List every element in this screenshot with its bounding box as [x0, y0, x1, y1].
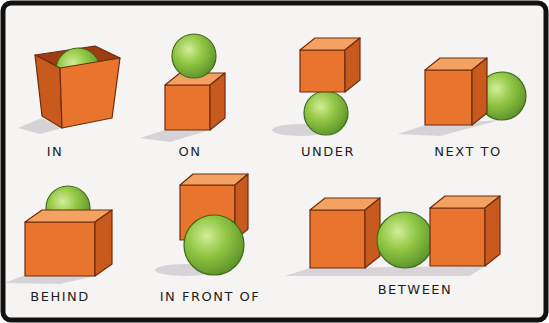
- green-ball: [377, 212, 433, 268]
- box-side: [210, 73, 225, 130]
- box-on: [165, 34, 225, 130]
- preposition-label: UNDER: [301, 145, 355, 158]
- box-front: [165, 85, 210, 130]
- box-front: [60, 58, 120, 128]
- box-front: [425, 70, 472, 125]
- box-behind: [25, 186, 112, 276]
- box-side: [35, 55, 62, 128]
- green-ball: [172, 34, 216, 78]
- box-next-to: [425, 58, 526, 125]
- preposition-label: BETWEEN: [378, 283, 453, 296]
- box-front: [300, 50, 345, 92]
- green-ball: [304, 91, 348, 135]
- frame-border: [3, 3, 546, 320]
- box-front: [430, 208, 485, 266]
- box-side: [472, 58, 487, 125]
- box-in-front-of: [180, 174, 248, 275]
- preposition-label: BEHIND: [30, 290, 89, 303]
- box-side: [95, 210, 112, 276]
- preposition-label: IN: [47, 145, 64, 158]
- preposition-label: IN FRONT OF: [160, 290, 260, 303]
- boxes-between: [310, 196, 500, 268]
- box-in: [35, 46, 120, 128]
- box-under: [300, 38, 360, 135]
- green-ball: [184, 215, 244, 275]
- box-front: [310, 210, 365, 268]
- preposition-label: ON: [179, 145, 202, 158]
- preposition-label: NEXT TO: [434, 145, 501, 158]
- box-front: [25, 222, 95, 276]
- box-side: [485, 196, 500, 266]
- shadow: [140, 130, 210, 142]
- shadows: [5, 118, 500, 284]
- box-side: [345, 38, 360, 92]
